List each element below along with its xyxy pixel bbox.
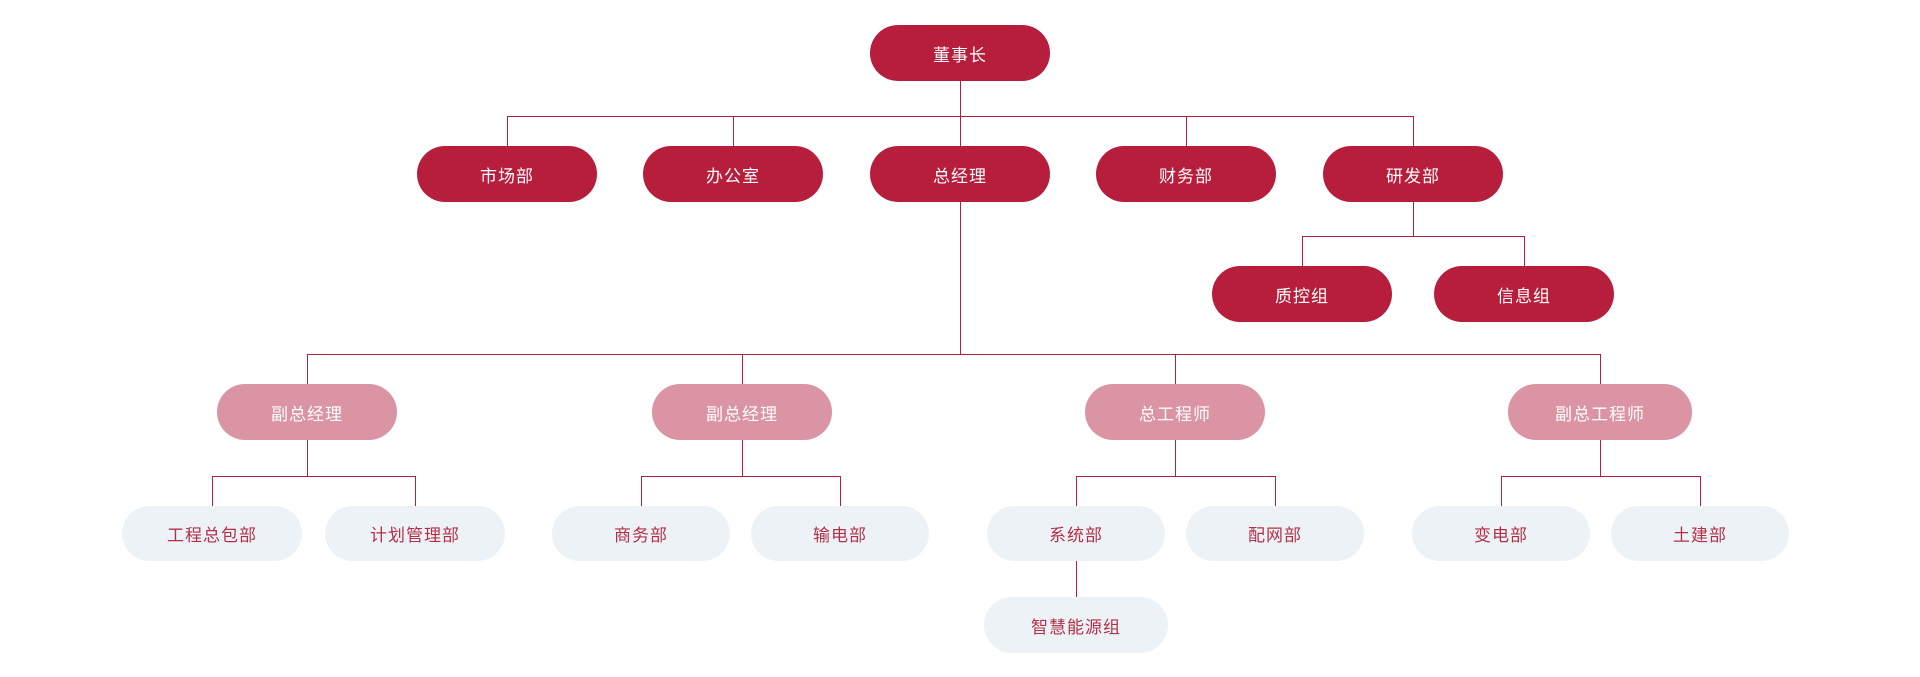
connector-line — [212, 476, 213, 506]
org-node-rnd-dept: 研发部 — [1323, 146, 1503, 202]
connector-line — [641, 476, 840, 477]
connector-line — [307, 354, 308, 384]
org-node-planning-dept: 计划管理部 — [325, 506, 505, 561]
connector-line — [960, 81, 961, 116]
connector-line — [1501, 476, 1502, 506]
org-node-marketing-dept: 市场部 — [417, 146, 597, 202]
org-node-business-dept: 商务部 — [552, 506, 730, 561]
connector-line — [1413, 202, 1414, 236]
org-node-substation-dept: 变电部 — [1412, 506, 1590, 561]
connector-line — [1175, 354, 1176, 384]
org-node-chairman: 董事长 — [870, 25, 1050, 81]
connector-line — [1600, 354, 1601, 384]
connector-line — [1302, 236, 1524, 237]
connector-line — [1600, 440, 1601, 476]
org-node-deputy-gm-1: 副总经理 — [217, 384, 397, 440]
org-node-quality-control-group: 质控组 — [1212, 266, 1392, 322]
connector-line — [307, 354, 1600, 355]
connector-line — [1275, 476, 1276, 506]
org-node-general-manager: 总经理 — [870, 146, 1050, 202]
connector-line — [1175, 440, 1176, 476]
connector-line — [1302, 236, 1303, 266]
connector-line — [960, 116, 961, 146]
connector-line — [1700, 476, 1701, 506]
connector-line — [733, 116, 734, 146]
org-node-office: 办公室 — [643, 146, 823, 202]
connector-line — [1413, 116, 1414, 146]
connector-line — [840, 476, 841, 506]
org-node-deputy-gm-2: 副总经理 — [652, 384, 832, 440]
org-node-deputy-chief-engineer: 副总工程师 — [1508, 384, 1692, 440]
connector-line — [1076, 476, 1275, 477]
connector-line — [641, 476, 642, 506]
org-node-systems-dept: 系统部 — [987, 506, 1165, 561]
connector-line — [1186, 116, 1187, 146]
org-node-civil-dept: 土建部 — [1611, 506, 1789, 561]
connector-line — [1076, 561, 1077, 597]
connector-line — [507, 116, 508, 146]
org-node-information-group: 信息组 — [1434, 266, 1614, 322]
connector-line — [415, 476, 416, 506]
connector-line — [742, 354, 743, 384]
connector-line — [1524, 236, 1525, 266]
org-node-epc-dept: 工程总包部 — [122, 506, 302, 561]
org-node-distribution-dept: 配网部 — [1186, 506, 1364, 561]
connector-line — [212, 476, 415, 477]
connector-line — [307, 440, 308, 476]
org-node-transmission-dept: 输电部 — [751, 506, 929, 561]
connector-line — [960, 202, 961, 354]
connector-line — [1076, 476, 1077, 506]
org-node-chief-engineer: 总工程师 — [1085, 384, 1265, 440]
org-node-smart-energy-group: 智慧能源组 — [984, 597, 1168, 653]
connector-line — [1501, 476, 1700, 477]
connector-line — [742, 440, 743, 476]
org-node-finance-dept: 财务部 — [1096, 146, 1276, 202]
